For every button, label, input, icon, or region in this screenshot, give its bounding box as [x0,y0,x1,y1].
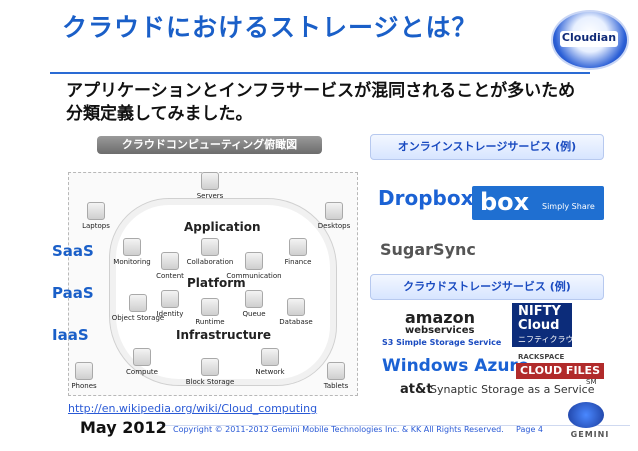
box-label: box [480,188,530,216]
calculator-icon [201,238,219,256]
windows-azure-label: Windows Azure [382,356,530,376]
node-label: Compute [126,368,158,376]
page-title: クラウドにおけるストレージとは？ [62,13,478,42]
node-queue: Queue [224,290,284,318]
node-label: Block Storage [185,378,235,386]
footer-date: May 2012 [80,418,167,437]
tablet-icon [327,362,345,380]
synaptic-label: Synaptic Storage as a Service [430,383,595,396]
nifty-logo [512,303,572,347]
title-divider [50,72,590,74]
node-label: Object Storage [111,314,165,322]
node-compute: Compute [112,348,172,376]
section-platform: Platform [187,276,246,290]
cloud-files-badge [516,363,604,379]
source-link[interactable]: http://en.wikipedia.org/wiki/Cloud_compu… [68,402,318,415]
node-phones: Phones [54,362,114,390]
aws-amazon-label: amazon [405,308,475,327]
node-label: Network [255,368,285,376]
laptop-icon [87,202,105,220]
node-label: Collaboration [186,258,234,266]
node-label: Database [279,318,313,326]
sugarsync-label: SugarSync [380,240,476,259]
section-infrastructure: Infrastructure [176,328,272,342]
node-identity: Identity [140,290,200,318]
footer-divider [160,425,630,426]
id-card-icon [161,290,179,308]
database-icon [287,298,305,316]
node-communication: Communication [224,252,284,280]
node-object-storage: Object Storage [108,294,168,322]
sugarsync-logo: SugarSync [380,240,476,259]
node-label: Phones [71,382,97,390]
desktop-icon [325,202,343,220]
cloud-overview-label: クラウドコンピューティング俯瞰図 [97,136,322,154]
network-icon [261,348,279,366]
node-label: Servers [196,192,224,200]
node-network: Network [240,348,300,376]
rackspace-label: RACKSPACE [518,353,565,361]
page-number: Page 4 [516,425,543,434]
node-label: Content [156,272,184,280]
page-subtitle: アプリケーションとインフラサービスが混同されることが多いため分類定義してみました… [66,81,576,124]
nifty-cloud-label: Cloud [518,318,560,333]
node-monitoring: Monitoring [102,238,162,266]
dropbox-logo: Dropbox [378,186,473,210]
node-laptops: Laptops [66,202,126,230]
gauge-icon [123,238,141,256]
phone-icon [75,362,93,380]
node-runtime: Runtime [180,298,240,326]
node-desktops: Desktops [304,202,364,230]
node-collaboration: Collaboration [180,238,240,266]
node-label: Finance [284,258,312,266]
servers-icon [201,172,219,190]
gemini-logo-text: GEMINI [570,430,610,439]
node-label: Monitoring [113,258,151,266]
s3-label: S3 Simple Storage Service [382,338,502,347]
runtime-icon [201,298,219,316]
node-servers: Servers [180,172,240,200]
node-database: Database [266,298,326,326]
node-finance: Finance [268,238,328,266]
chat-icon [245,252,263,270]
dropbox-label: Dropbox [378,186,474,210]
footer-copyright: Copyright © 2011-2012 Gemini Mobile Tech… [173,425,504,434]
sm-mark: SM [586,378,597,386]
server-icon [133,348,151,366]
aws-logo: amazon [405,308,475,327]
node-label: Runtime [195,318,225,326]
gemini-logo-icon [568,402,604,428]
nifty-label: NIFTY [518,304,561,319]
online-storage-label: オンラインストレージサービス (例) [370,134,604,160]
node-label: Communication [226,272,282,280]
windows-azure-logo: Windows Azure [382,356,529,376]
aws-webservices-label: webservices [405,325,475,336]
node-label: Queue [242,310,266,318]
finance-icon [289,238,307,256]
node-label: Laptops [82,222,110,230]
node-block-storage: Block Storage [180,358,240,386]
layer-iaas: IaaS [52,326,89,344]
box-logo [472,186,604,220]
node-content: Content [140,252,200,280]
folder-icon [129,294,147,312]
queue-icon [245,290,263,308]
hard-disk-icon [201,358,219,376]
cloud-storage-label: クラウドストレージサービス (例) [370,274,604,300]
node-label: Desktops [317,222,351,230]
att-label: at&t [400,382,433,397]
simply-share-label: Simply Share [542,202,595,211]
nifty-jp-label: ニフティクラウド [518,335,582,344]
layer-paas: PaaS [52,284,94,302]
node-label: Tablets [323,382,349,390]
layer-saas: SaaS [52,242,94,260]
cloud-files-label: CLOUD FILES [520,364,600,377]
section-application: Application [184,220,261,234]
document-icon [161,252,179,270]
att-logo: at&t [400,382,433,397]
node-label: Identity [156,310,184,318]
node-tablets: Tablets [306,362,366,390]
cloudian-logo-text: Cloudian [560,31,618,47]
